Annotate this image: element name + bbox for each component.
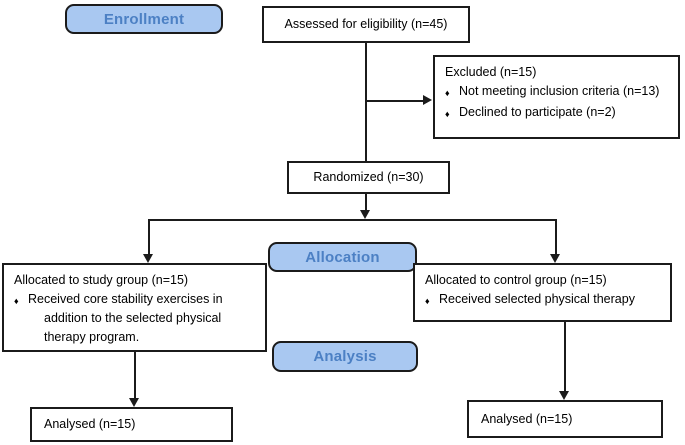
- analysed-study-text: Analysed (n=15): [44, 417, 136, 431]
- analysed-control-text: Analysed (n=15): [481, 411, 573, 426]
- control-group-box: Allocated to control group (n=15) ♦ Rece…: [413, 263, 672, 322]
- study-group-title: Allocated to study group (n=15): [14, 273, 189, 287]
- randomized-text: Randomized (n=30): [313, 170, 424, 184]
- allocation-phase-label: Allocation: [268, 242, 417, 272]
- study-group-bullet-1: ♦ Received core stability exercises in a…: [14, 290, 257, 347]
- diamond-bullet-icon: ♦: [14, 296, 19, 306]
- analysed-study-box: Analysed (n=15): [30, 407, 233, 442]
- enrollment-phase-label: Enrollment: [65, 4, 223, 34]
- excluded-box: Excluded (n=15) ♦ Not meeting inclusion …: [433, 55, 680, 139]
- diamond-bullet-icon: ♦: [445, 88, 450, 98]
- connector-study-to-analysed: [134, 352, 136, 399]
- connector-randomized-to-branch: [365, 194, 367, 212]
- control-group-title: Allocated to control group (n=15): [425, 273, 607, 287]
- randomized-box: Randomized (n=30): [287, 161, 450, 194]
- arrowhead-study: [143, 254, 153, 263]
- excluded-bullet-1: ♦ Not meeting inclusion criteria (n=13): [445, 82, 670, 103]
- excluded-title: Excluded (n=15): [445, 65, 537, 79]
- connector-branch-to-control: [555, 219, 557, 255]
- diamond-bullet-icon: ♦: [425, 296, 430, 306]
- analysis-phase-label: Analysis: [272, 341, 418, 372]
- study-group-box: Allocated to study group (n=15) ♦ Receiv…: [2, 263, 267, 352]
- arrowhead-control: [550, 254, 560, 263]
- branch-horizontal-line: [148, 219, 557, 221]
- connector-assessed-to-randomized: [365, 43, 367, 161]
- analysed-control-box: Analysed (n=15): [467, 400, 663, 438]
- arrowhead-excluded: [423, 95, 432, 105]
- connector-branch-to-study: [148, 219, 150, 255]
- control-group-bullet-1: ♦ Received selected physical therapy: [425, 290, 662, 311]
- arrowhead-analysed-control: [559, 391, 569, 400]
- assessed-text: Assessed for eligibility (n=45): [284, 17, 448, 31]
- arrowhead-branch: [360, 210, 370, 219]
- excluded-bullet-2: ♦ Declined to participate (n=2): [445, 103, 670, 124]
- connector-to-excluded: [366, 100, 423, 102]
- arrowhead-analysed-study: [129, 398, 139, 407]
- connector-control-to-analysed: [564, 322, 566, 392]
- diamond-bullet-icon: ♦: [445, 109, 450, 119]
- assessed-box: Assessed for eligibility (n=45): [262, 6, 470, 43]
